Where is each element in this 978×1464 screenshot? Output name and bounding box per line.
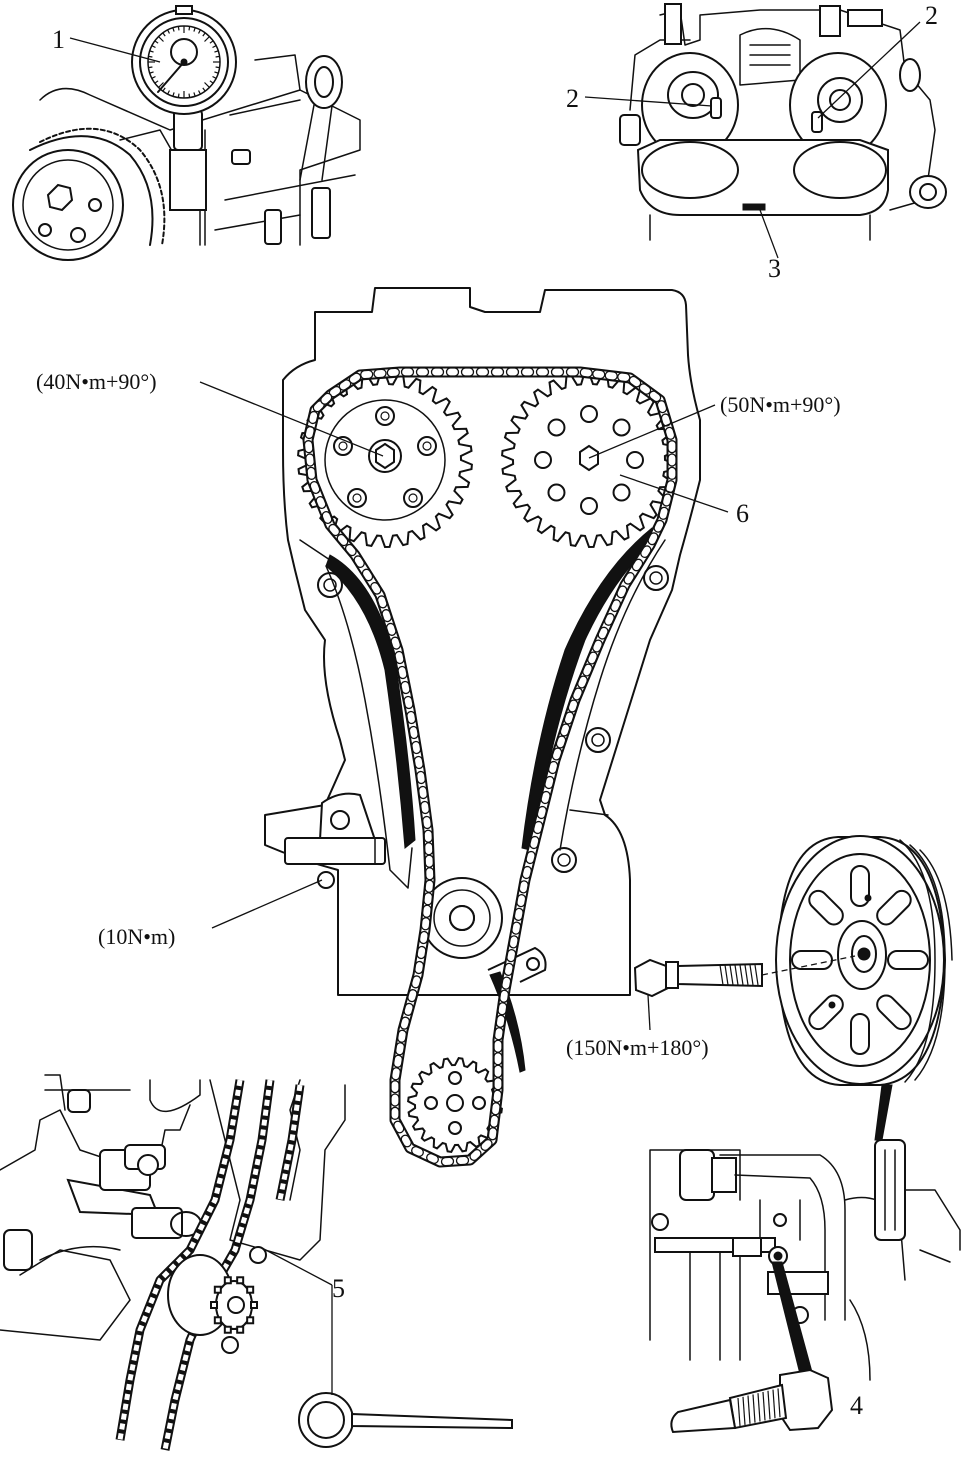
inset-crank-locking-bolt <box>649 1139 961 1434</box>
inset-tensioner-pin <box>0 1074 513 1451</box>
lower-chain-guide <box>487 946 547 1073</box>
label-2-right: 2 <box>925 1 938 30</box>
label-5: 5 <box>332 1274 345 1303</box>
torque-intake-sprocket: (40N•m+90°) <box>36 369 157 394</box>
crankshaft-pulley <box>775 835 953 1086</box>
timing-case-outline <box>264 287 701 996</box>
inset-dial-indicator <box>12 5 361 261</box>
torque-exhaust-sprocket: (50N•m+90°) <box>720 392 841 417</box>
intake-cam-sprocket <box>297 371 473 549</box>
label-1: 1 <box>52 25 65 54</box>
timing-chain <box>302 366 678 1168</box>
inset-camshaft-locking <box>619 3 947 241</box>
pulley-bolt <box>633 955 856 998</box>
crankshaft-sprocket <box>407 1057 503 1153</box>
label-6: 6 <box>736 499 749 528</box>
label-4: 4 <box>850 1391 863 1420</box>
exhaust-cam-sprocket <box>501 371 677 549</box>
label-3: 3 <box>768 254 781 283</box>
chain-tensioner <box>284 792 386 889</box>
label-2-left: 2 <box>566 84 579 113</box>
torque-tensioner: (10N•m) <box>98 924 175 949</box>
torque-crank-pulley-bolt: (150N•m+180°) <box>566 1035 709 1060</box>
